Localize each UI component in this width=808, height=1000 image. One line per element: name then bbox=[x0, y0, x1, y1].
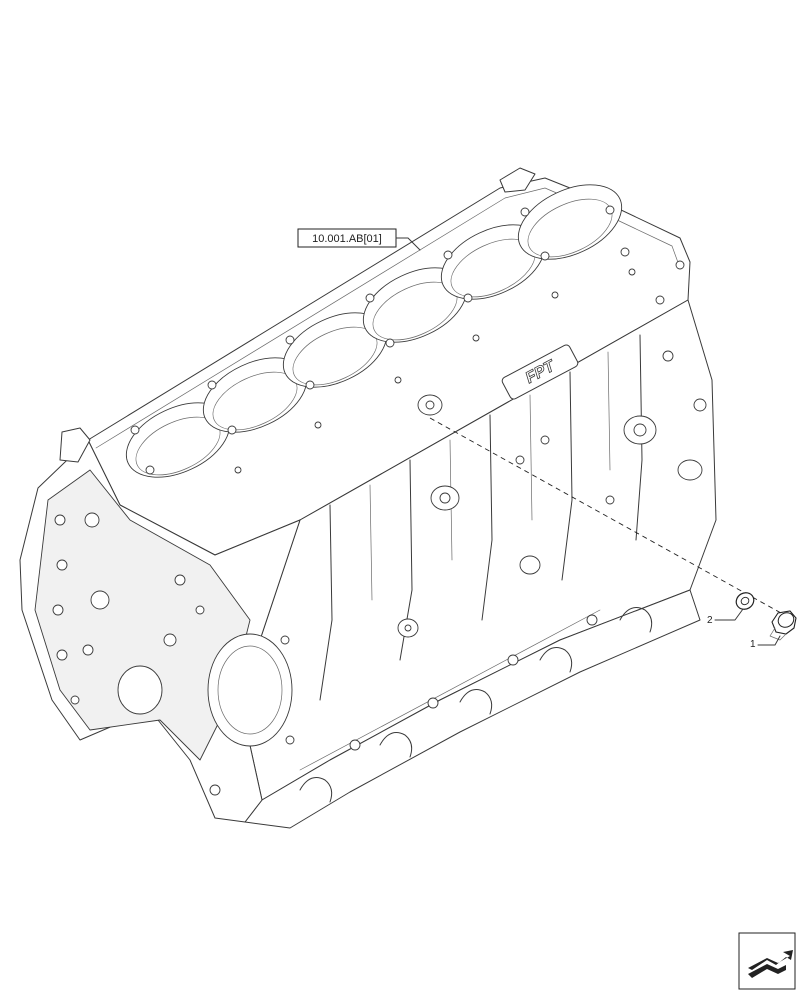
plug-part bbox=[769, 610, 797, 641]
callout-1[interactable]: 1 bbox=[750, 635, 781, 650]
cylinder-bores bbox=[125, 184, 623, 478]
engine-block-illustration bbox=[19, 167, 717, 829]
deck-bolt-holes bbox=[130, 205, 636, 475]
callout-1-number: 1 bbox=[750, 639, 756, 650]
reference-label[interactable]: 10.001.AB[01] bbox=[297, 228, 421, 251]
side-ribs bbox=[319, 334, 643, 701]
reference-leader-line bbox=[395, 237, 421, 251]
end-face-bolt-holes bbox=[52, 512, 295, 796]
reference-label-text: 10.001.AB[01] bbox=[312, 233, 382, 245]
callout-2[interactable]: 2 bbox=[707, 608, 744, 626]
side-bosses bbox=[397, 260, 707, 638]
next-page-arrow-icon[interactable] bbox=[738, 932, 796, 990]
bearing-caps bbox=[299, 607, 653, 803]
assembly-axis-line bbox=[429, 417, 791, 619]
callout-2-number: 2 bbox=[707, 615, 713, 626]
washer-part bbox=[735, 592, 755, 610]
